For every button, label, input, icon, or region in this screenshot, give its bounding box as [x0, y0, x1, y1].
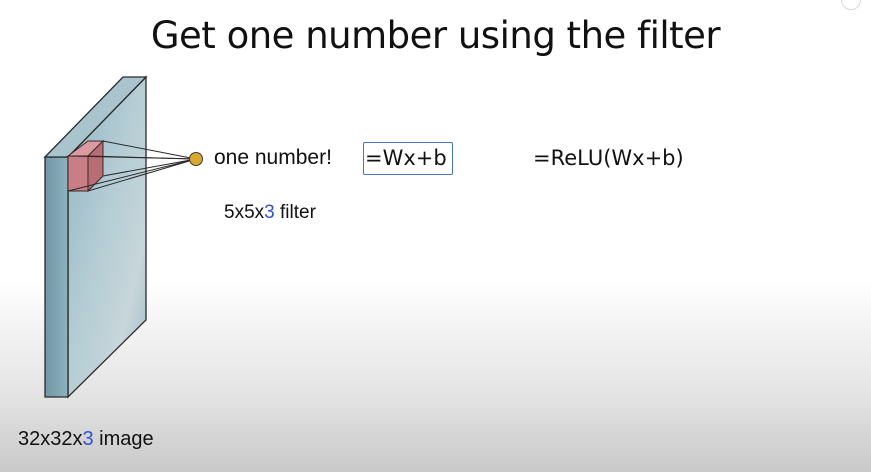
boxed-formula: =Wx+b — [363, 142, 453, 175]
volume-side-face — [44, 156, 69, 398]
input-volume — [43, 75, 148, 399]
output-neuron-dot — [189, 152, 203, 166]
filter-patch — [66, 139, 105, 193]
image-size-suffix: image — [93, 428, 154, 450]
slide-title: Get one number using the filter — [150, 14, 721, 57]
projection-lines — [67, 140, 197, 192]
image-size-label: 32x32x3 image — [18, 428, 154, 451]
volume-top-face — [43, 76, 148, 158]
one-number-label: one number! — [214, 146, 332, 169]
filter-depth-value: 3 — [264, 202, 275, 223]
image-depth-value: 3 — [82, 428, 94, 450]
filter-front-face — [67, 155, 89, 192]
filter-size-suffix: filter — [274, 202, 316, 223]
filter-size-prefix: 5x5x — [224, 202, 265, 223]
image-size-prefix: 32x32x — [18, 428, 83, 450]
filter-size-label: 5x5x3 filter — [224, 202, 316, 224]
relu-formula: =ReLU(Wx+b) — [533, 146, 684, 170]
